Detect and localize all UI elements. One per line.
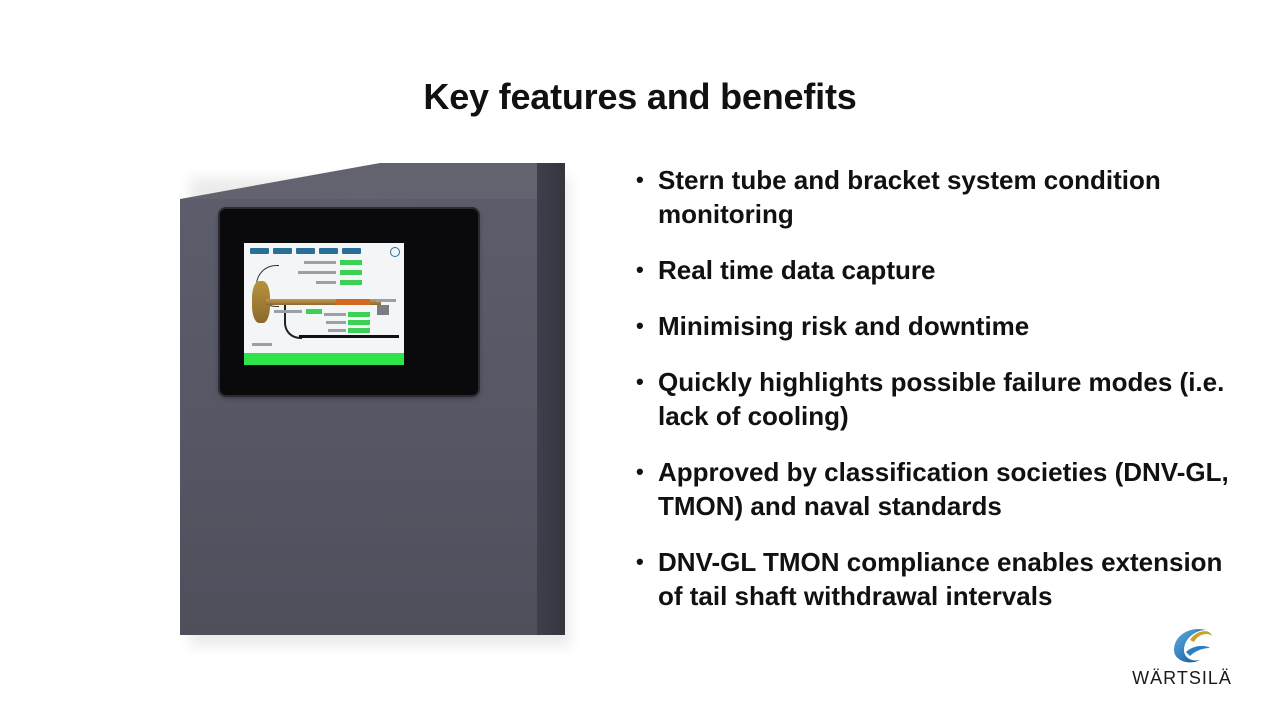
feature-text: DNV-GL TMON compliance enables extension… — [658, 547, 1223, 611]
wartsila-logo-icon — [1174, 628, 1212, 663]
screen-indicator — [377, 305, 389, 315]
screen-tab — [319, 248, 338, 254]
screen-tab — [250, 248, 269, 254]
screen-tab-bar — [250, 248, 400, 256]
screen-label — [316, 281, 336, 284]
bullet-icon: • — [636, 549, 644, 574]
feature-item: • Quickly highlights possible failure mo… — [636, 365, 1236, 433]
monitoring-panel-image — [180, 163, 565, 638]
bullet-icon: • — [636, 369, 644, 394]
screen-label — [376, 299, 396, 302]
feature-item: • Real time data capture — [636, 253, 1236, 287]
screen-value — [306, 309, 322, 314]
feature-item: • DNV-GL TMON compliance enables extensi… — [636, 545, 1236, 613]
screen-status-bar — [244, 353, 404, 365]
screen-value — [340, 270, 362, 275]
touchscreen-monitor — [220, 209, 478, 395]
feature-item: • Approved by classification societies (… — [636, 455, 1236, 523]
screen-label — [298, 271, 336, 274]
shaft-graphic — [266, 299, 381, 305]
brand-name: WÄRTSILÄ — [1132, 668, 1232, 688]
slide-title: Key features and benefits — [423, 76, 857, 117]
screen-value — [340, 260, 362, 265]
screen-label — [328, 329, 346, 332]
screen-tab — [273, 248, 292, 254]
bullet-icon: • — [636, 257, 644, 282]
screen-logo-icon — [390, 247, 400, 257]
propeller-icon — [252, 281, 270, 323]
cabinet-side — [537, 163, 565, 635]
feature-text: Quickly highlights possible failure mode… — [658, 367, 1225, 431]
screen-label — [324, 313, 346, 316]
screen-label — [274, 310, 302, 313]
screen-tab — [342, 248, 361, 254]
screen-value — [348, 320, 370, 325]
feature-item: • Minimising risk and downtime — [636, 309, 1236, 343]
feature-text: Approved by classification societies (DN… — [658, 457, 1229, 521]
feature-text: Real time data capture — [658, 255, 936, 285]
screen-value — [340, 280, 362, 285]
wartsila-logo: WÄRTSILÄ — [1122, 620, 1242, 692]
feature-item: • Stern tube and bracket system conditio… — [636, 163, 1236, 231]
screen-label — [304, 261, 336, 264]
bullet-icon: • — [636, 459, 644, 484]
screen-label — [252, 343, 272, 346]
feature-text: Stern tube and bracket system condition … — [658, 165, 1161, 229]
monitor-screen — [244, 243, 404, 365]
screen-tab — [296, 248, 315, 254]
screen-value — [348, 328, 370, 333]
shaft-band — [336, 299, 370, 305]
bullet-icon: • — [636, 167, 644, 192]
bullet-icon: • — [636, 313, 644, 338]
feature-list: • Stern tube and bracket system conditio… — [636, 163, 1236, 635]
screen-value — [348, 312, 370, 317]
feature-text: Minimising risk and downtime — [658, 311, 1030, 341]
screen-pipe-line — [299, 335, 399, 338]
screen-label — [326, 321, 346, 324]
